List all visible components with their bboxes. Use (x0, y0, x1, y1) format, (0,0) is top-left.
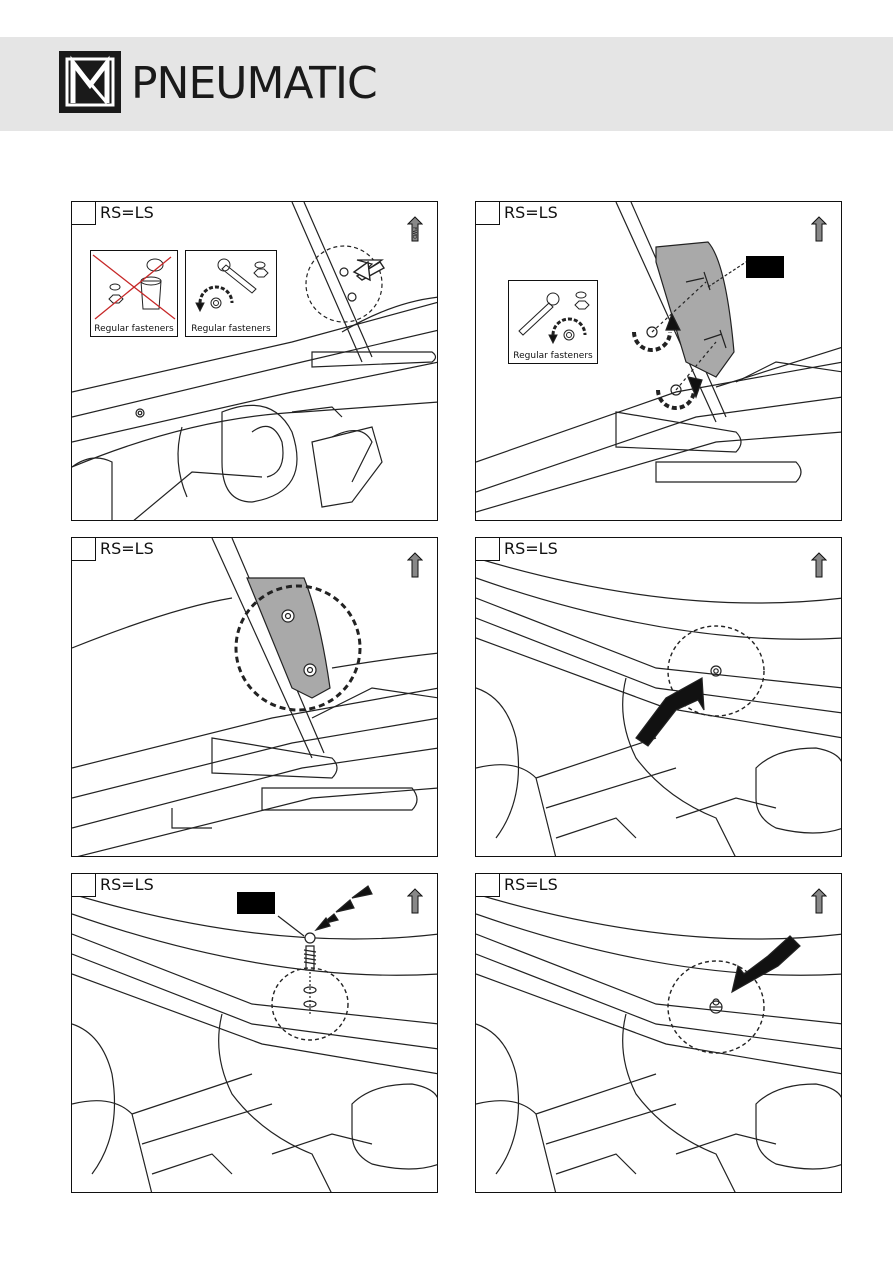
panel-2-illustration (476, 202, 841, 513)
rs-equals-ls-label: RS=LS (100, 203, 158, 222)
inset-label: Regular fasteners (513, 351, 593, 361)
pneumatic-logo-icon (59, 51, 121, 113)
rs-equals-ls-label: RS=LS (100, 539, 158, 558)
instruction-panel-3: RS=LS (71, 537, 438, 857)
panel-6-illustration (476, 893, 841, 1192)
step-number-box (72, 874, 96, 897)
step-number-box (476, 538, 500, 561)
panel-3-illustration (72, 538, 437, 856)
panel-1-illustration (72, 202, 437, 520)
step-number-box (476, 874, 500, 897)
inset-fasteners-crossed: Regular fasteners (90, 250, 178, 337)
fwd-arrow-icon (811, 888, 827, 914)
fwd-arrow-icon: FWD (407, 216, 423, 242)
fwd-arrow-icon (811, 552, 827, 578)
fwd-arrow-icon (407, 888, 423, 914)
rs-equals-ls-label: RS=LS (504, 875, 562, 894)
inset-label: Regular fasteners (191, 324, 271, 334)
inset-fasteners-ok: Regular fasteners (508, 280, 598, 364)
instruction-panel-1: RS=LS FWD Regular fasteners Regular fast… (71, 201, 438, 521)
brand-name: PNEUMATIC (131, 58, 378, 109)
step-number-box (72, 538, 96, 561)
panel-5-illustration (72, 885, 437, 1192)
fwd-arrow-icon (407, 552, 423, 578)
svg-text:FWD: FWD (411, 227, 417, 239)
inset-fasteners-ok: Regular fasteners (185, 250, 277, 337)
header-band (0, 37, 893, 131)
part-callout-tag (746, 256, 784, 278)
rs-equals-ls-label: RS=LS (504, 203, 562, 222)
part-callout-tag (237, 892, 275, 914)
rs-equals-ls-label: RS=LS (100, 875, 158, 894)
instruction-panel-5: RS=LS (71, 873, 438, 1193)
inset-label: Regular fasteners (94, 324, 174, 334)
instruction-panel-2: RS=LS Regular fasteners (475, 201, 842, 521)
step-number-box (72, 202, 96, 225)
panel-4-illustration (476, 557, 841, 856)
instruction-panel-4: RS=LS (475, 537, 842, 857)
step-number-box (476, 202, 500, 225)
rs-equals-ls-label: RS=LS (504, 539, 562, 558)
fwd-arrow-icon (811, 216, 827, 242)
instruction-panel-6: RS=LS (475, 873, 842, 1193)
